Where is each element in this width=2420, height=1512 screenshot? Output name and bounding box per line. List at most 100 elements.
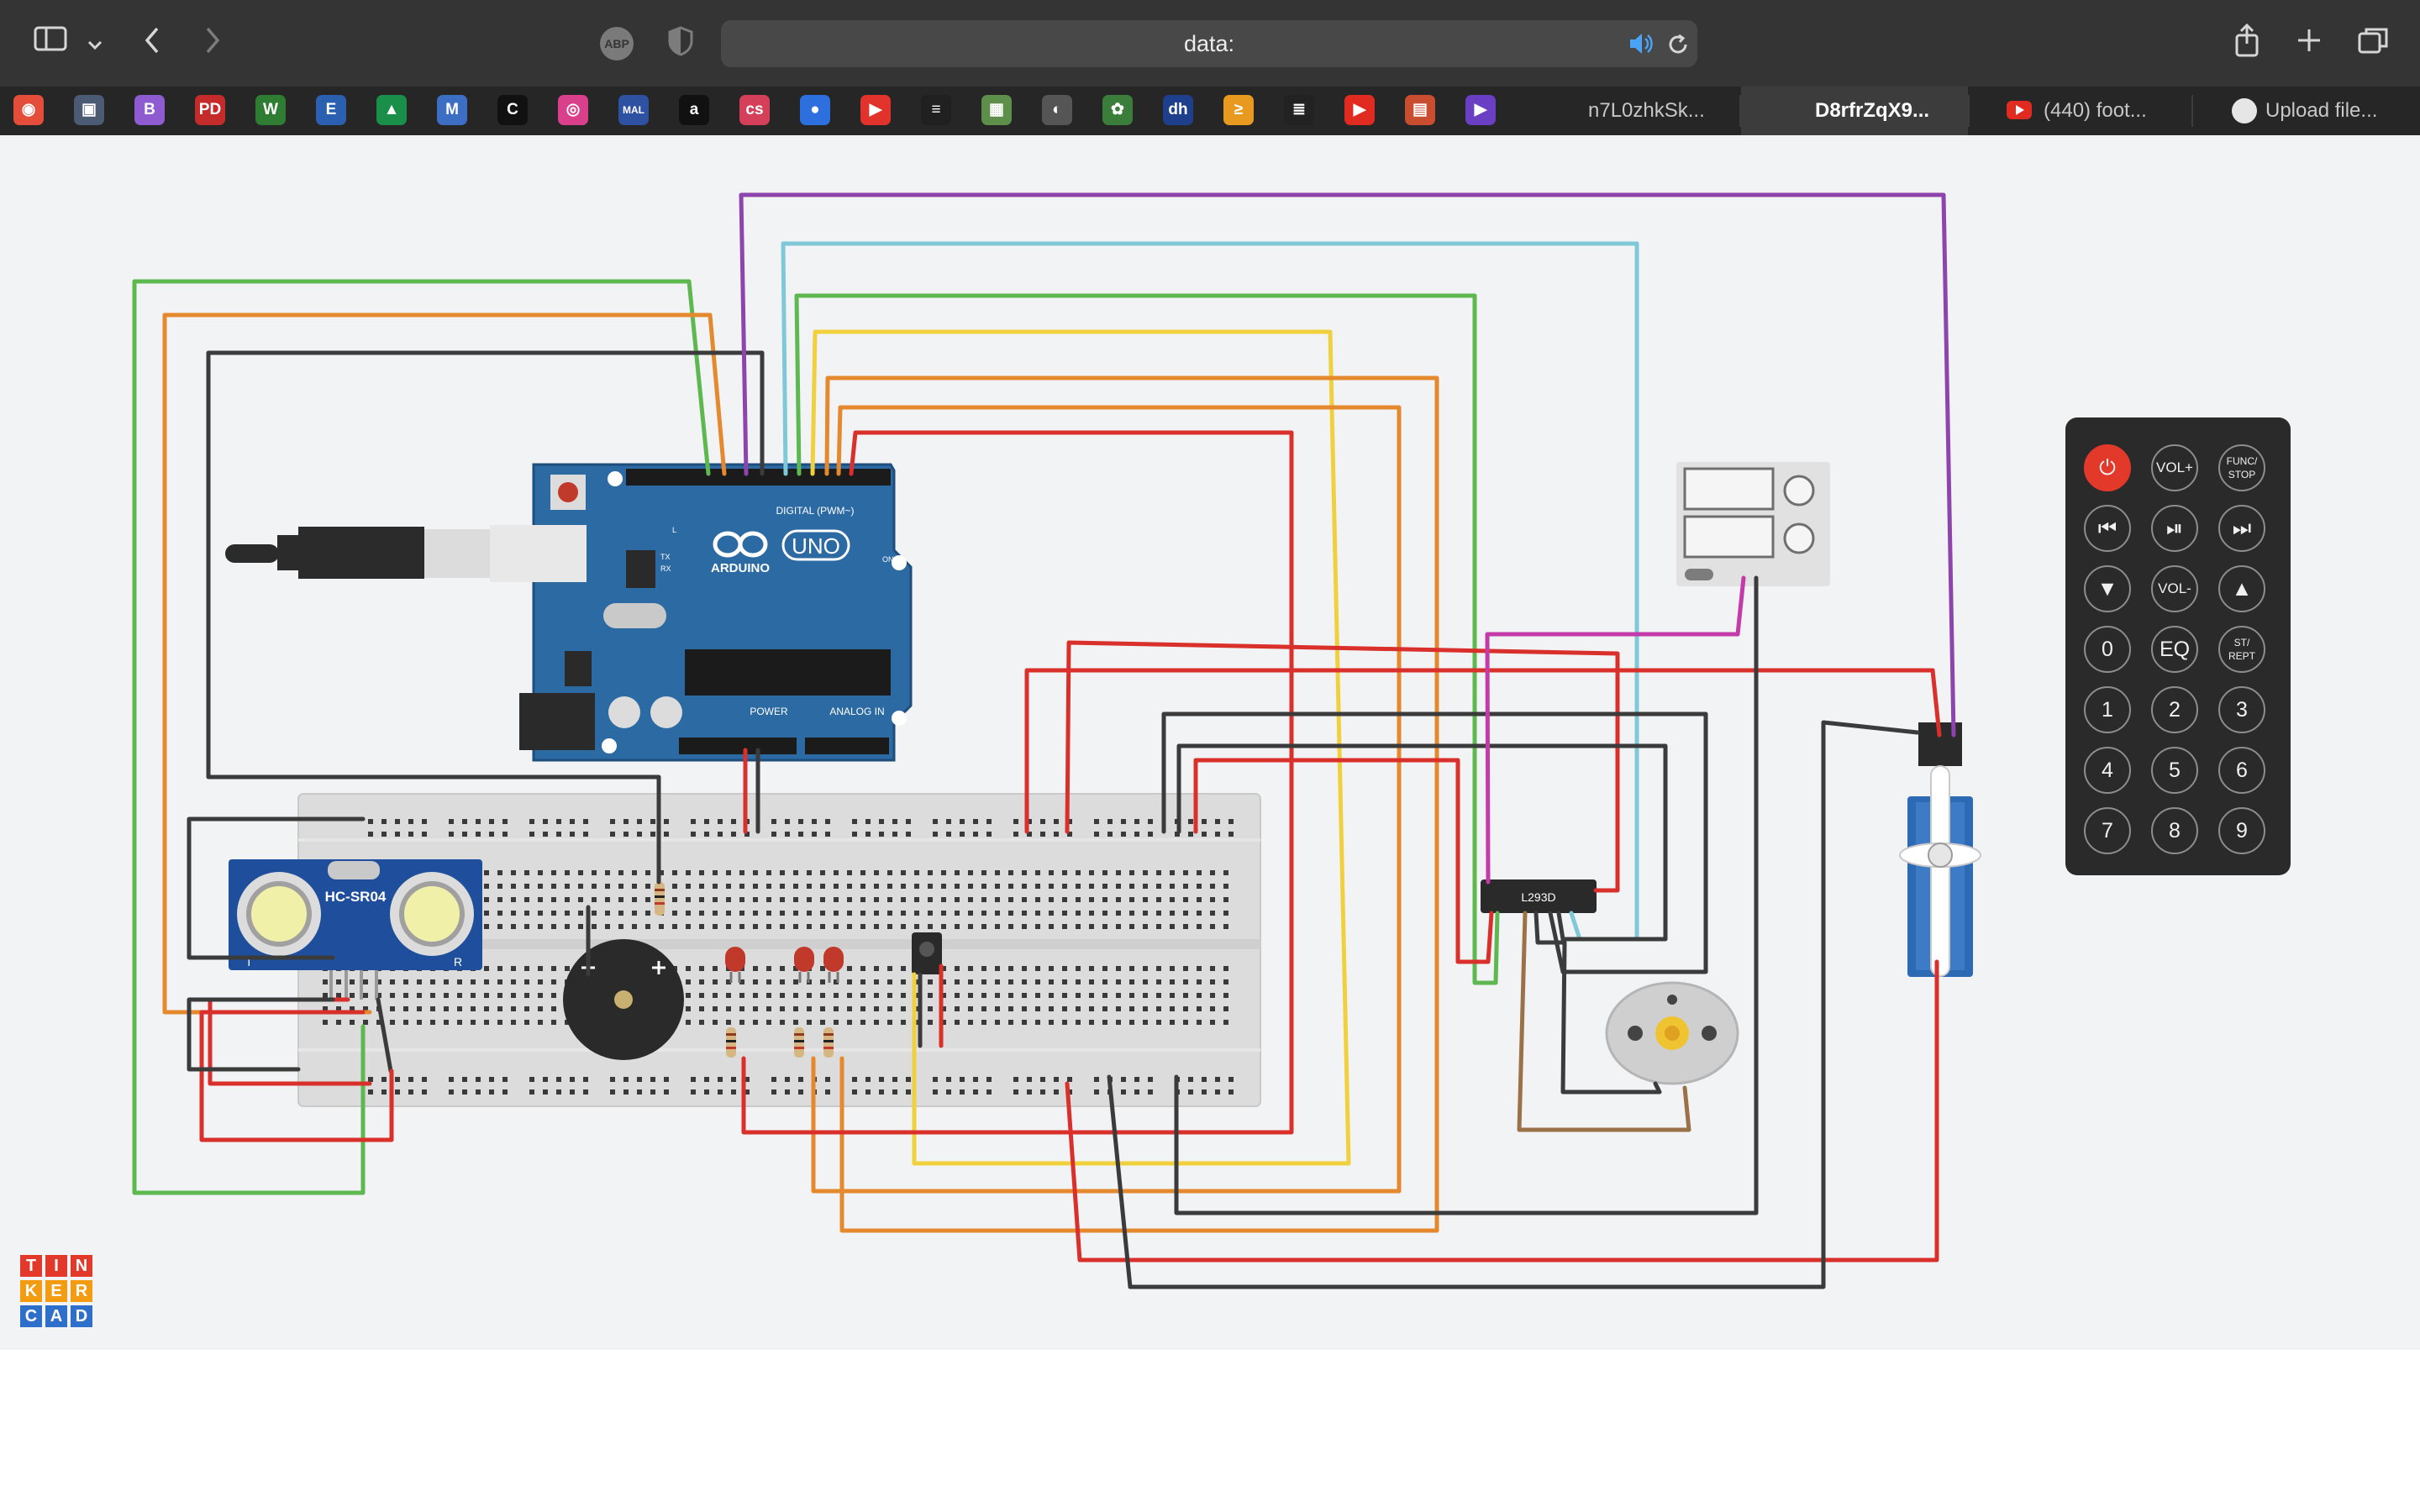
ir-receiver[interactable] [912,932,942,974]
remote-down-icon[interactable]: ▼ [2084,565,2131,612]
breadboard-hole [524,911,529,916]
favicon-13-icon[interactable]: cs [739,95,770,125]
sidebar-icon[interactable] [32,25,69,60]
breadboard-hole [538,870,543,875]
chevron-down-icon[interactable] [84,27,106,60]
breadboard-hole [381,1089,387,1095]
breadboard-hole [1102,1020,1107,1025]
address-bar[interactable]: data: [721,20,1697,67]
breadboard-hole [1076,884,1081,889]
favicon-10-icon[interactable]: ◎ [558,95,588,125]
remote-play-pause-icon[interactable]: ⏯ [2151,505,2198,552]
remote-next-icon[interactable]: ⏭ [2218,505,2265,552]
remote-up-icon[interactable]: ▲ [2218,565,2265,612]
favicon-1-icon[interactable]: ◉ [13,95,44,125]
favicon-16-icon[interactable]: ≡ [921,95,951,125]
dc-motor[interactable] [1605,981,1739,1085]
l293d-chip[interactable]: L293D [1481,879,1597,913]
favicon-2-icon[interactable]: ▣ [74,95,104,125]
new-tab-icon[interactable] [2292,27,2326,61]
tab-3[interactable]: (440) foot... [1970,87,2191,135]
remote-power-icon[interactable]: ⏻ [2084,444,2131,491]
led-1[interactable] [725,947,745,983]
back-icon[interactable] [139,25,165,63]
favicon-7-icon[interactable]: ▲ [376,95,407,125]
circuit-canvas[interactable]: UNO ARDUINO DIGITAL (PWM~) POWER ANALOG … [0,135,2420,1350]
breadboard-hole [686,870,691,875]
breadboard-hole [753,1006,758,1011]
favicon-17-icon[interactable]: ▦ [981,95,1012,125]
favicon-4-icon[interactable]: PD [195,95,225,125]
resistor-4[interactable] [655,882,665,916]
servo-motor[interactable] [1899,722,1981,977]
led-3[interactable] [823,947,844,983]
breadboard-hole [686,1006,691,1011]
remote-button-3[interactable]: 3 [2218,686,2265,733]
resistor-2[interactable] [794,1027,804,1058]
remote-vol-down-button[interactable]: VOL- [2151,565,2198,612]
speaker-icon[interactable] [1627,30,1655,57]
favicon-25-icon[interactable]: ▶ [1465,95,1496,125]
favicon-21-icon[interactable]: ≥ [1223,95,1254,125]
black-wire [1176,743,1668,942]
remote-button-8[interactable]: 8 [2151,807,2198,854]
favicon-11-icon[interactable]: MAL [618,95,649,125]
tab-4[interactable]: Upload file... [2193,87,2420,135]
remote-prev-icon[interactable]: ⏮ [2084,505,2131,552]
favicon-5-icon[interactable]: W [255,95,286,125]
arduino-uno[interactable]: UNO ARDUINO DIGITAL (PWM~) POWER ANALOG … [519,463,913,762]
share-icon[interactable] [2230,23,2264,65]
favicon-14-icon[interactable]: ● [800,95,830,125]
resistor-3[interactable] [823,1027,834,1058]
favicon-8-icon[interactable]: M [437,95,467,125]
piezo-buzzer[interactable] [563,939,684,1060]
resistor-1[interactable] [726,1027,736,1058]
favicon-22-icon[interactable]: ≣ [1284,95,1314,125]
remote-button-9[interactable]: 9 [2218,807,2265,854]
led-2[interactable] [794,947,814,983]
tabs-overview-icon[interactable] [2354,25,2391,63]
favicon-3-icon[interactable]: B [134,95,165,125]
remote-eq-button[interactable]: EQ [2151,626,2198,673]
remote-button-5[interactable]: 5 [2151,747,2198,794]
tab-1[interactable]: n7L0zhkSk... [1519,87,1741,135]
tab-2[interactable]: D8rfrZqX9... [1741,87,1968,135]
power-supply[interactable] [1676,462,1830,586]
remote-st-rept-button[interactable]: ST/ REPT [2218,626,2265,673]
remote-button-4[interactable]: 4 [2084,747,2131,794]
favicon-9-icon[interactable]: C [497,95,528,125]
remote-button-7[interactable]: 7 [2084,807,2131,854]
remote-button-0[interactable]: 0 [2084,626,2131,673]
breadboard-hole [973,832,978,837]
favicon-12-icon[interactable]: a [679,95,709,125]
breadboard-hole [933,832,938,837]
adblock-icon[interactable]: ABP [600,27,634,60]
favicon-24-icon[interactable]: ▤ [1405,95,1435,125]
favicon-6-icon[interactable]: E [316,95,346,125]
breadboard-hole [1129,1020,1134,1025]
hc-sr04-sensor[interactable]: HC-SR04 T R [229,859,482,1000]
breadboard-hole [1035,897,1040,902]
favicon-19-icon[interactable]: ✿ [1102,95,1133,125]
breadboard-hole [865,832,871,837]
reload-icon[interactable] [1665,32,1691,57]
remote-vol-up-button[interactable]: VOL+ [2151,444,2198,491]
remote-button-1[interactable]: 1 [2084,686,2131,733]
favicon-23-icon[interactable]: ▶ [1344,95,1375,125]
breadboard-hole [1013,1089,1018,1095]
favicon-15-icon[interactable]: ▶ [860,95,891,125]
breadboard[interactable] [297,793,1261,1107]
shield-icon[interactable] [664,25,697,65]
forward-icon[interactable] [200,25,225,63]
remote-func-stop-button[interactable]: FUNC/ STOP [2218,444,2265,491]
breadboard-hole [981,1020,986,1025]
breadboard-hole [704,832,709,837]
favicon-20-icon[interactable]: dh [1163,95,1193,125]
favicon-18-icon[interactable]: ◐ [1042,95,1072,125]
breadboard-hole [771,1089,776,1095]
remote-button-2[interactable]: 2 [2151,686,2198,733]
breadboard-hole [834,897,839,902]
remote-button-6[interactable]: 6 [2218,747,2265,794]
